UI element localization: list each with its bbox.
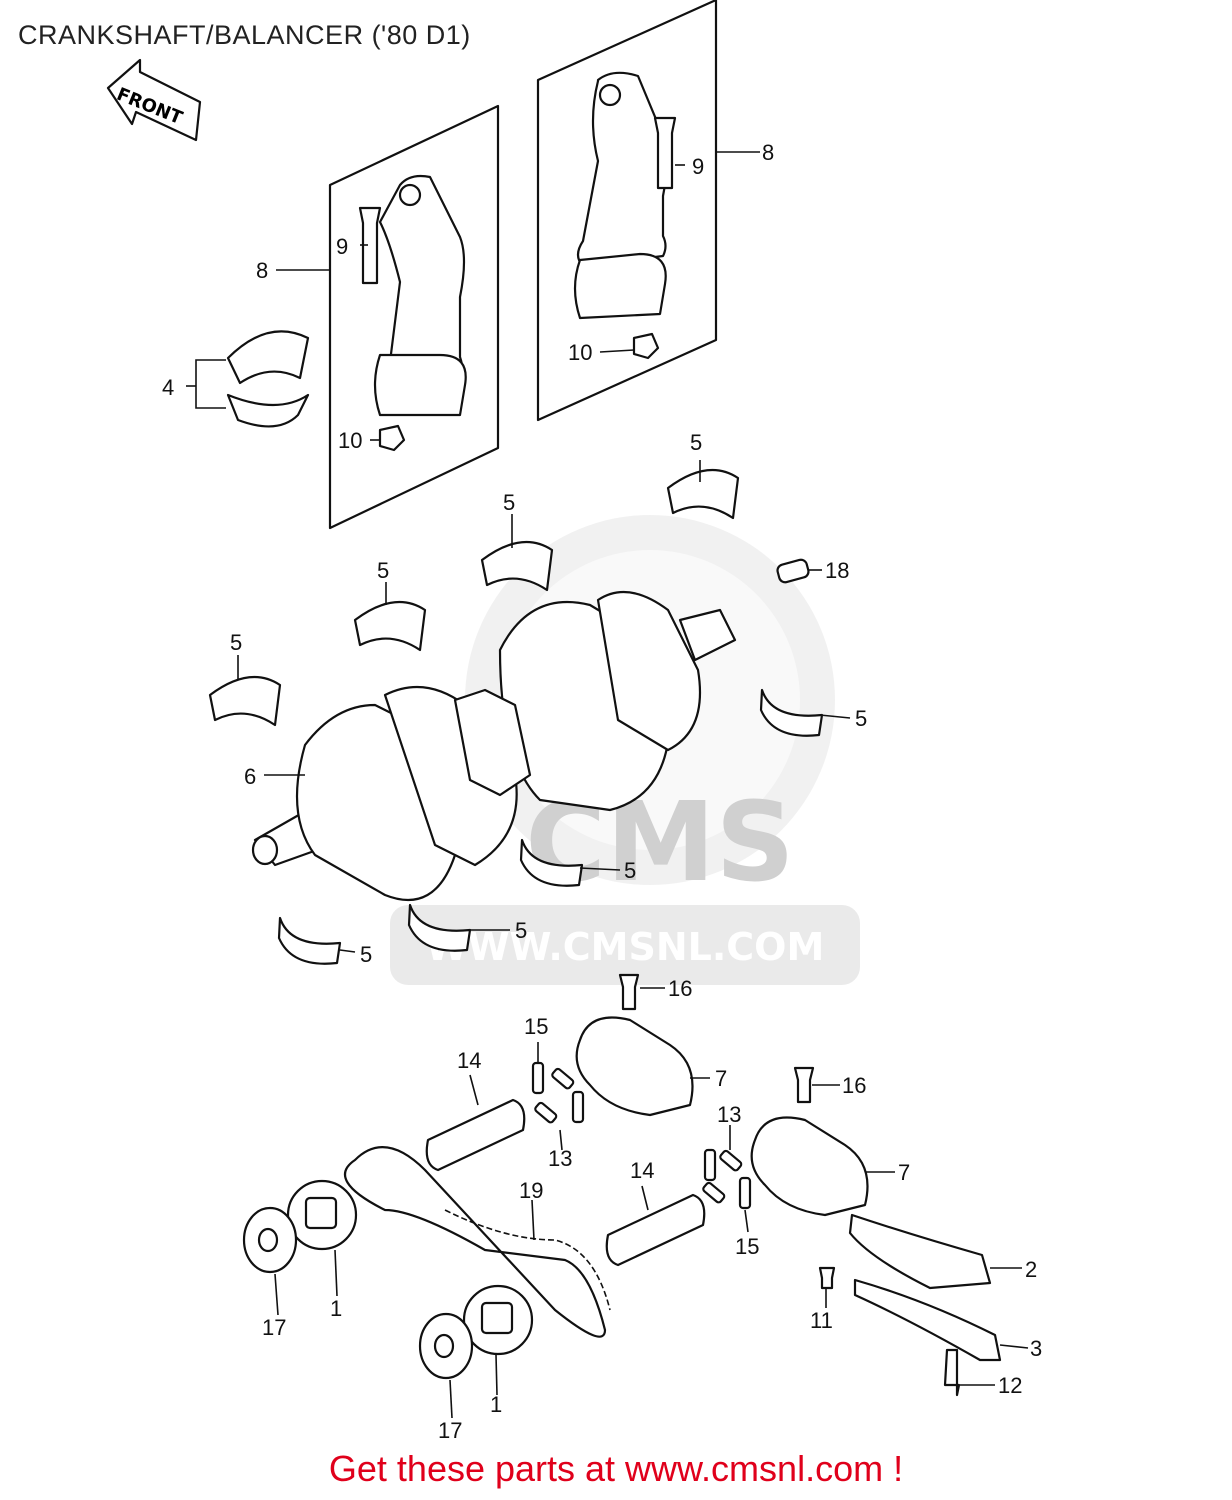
callout-11: 11 xyxy=(810,1308,833,1333)
rod-bolt-left xyxy=(358,206,382,285)
footer-cta-link[interactable]: Get these parts at www.cmsnl.com ! xyxy=(328,1448,904,1489)
callout-10-left: 10 xyxy=(338,428,362,453)
springs-and-pins xyxy=(531,1061,752,1210)
callout-9-right: 9 xyxy=(692,154,704,179)
front-arrow: FRONT xyxy=(106,58,202,142)
callout-15-lower: 15 xyxy=(735,1234,759,1259)
balancer-shaft-left xyxy=(425,1098,526,1172)
callout-18: 18 xyxy=(825,558,849,583)
callout-10-right: 10 xyxy=(568,340,592,365)
callout-19: 19 xyxy=(519,1178,543,1203)
page-title: CRANKSHAFT/BALANCER ('80 D1) xyxy=(18,20,471,50)
rod-nut-right xyxy=(632,332,660,360)
main-bearings xyxy=(208,468,824,965)
callout-5-h: 5 xyxy=(360,942,372,967)
callout-5-f: 5 xyxy=(624,858,636,883)
callout-2: 2 xyxy=(1025,1257,1037,1282)
dowel-pin xyxy=(776,558,810,584)
chain-tensioner xyxy=(853,1278,1002,1362)
callout-1-right: 1 xyxy=(490,1392,502,1417)
tensioner-bolt xyxy=(943,1348,961,1397)
balancer-bolt-lower xyxy=(793,1066,815,1104)
callout-5-a: 5 xyxy=(690,430,702,455)
connecting-rod-panel-right xyxy=(536,0,718,422)
callout-12: 12 xyxy=(998,1373,1022,1398)
leader-lines xyxy=(186,151,1029,1419)
crankshaft xyxy=(251,590,737,902)
connecting-rod-right xyxy=(576,71,669,268)
callout-5-c: 5 xyxy=(377,558,389,583)
callout-13-left: 13 xyxy=(548,1146,572,1171)
guide-bolt xyxy=(818,1266,836,1290)
callout-15-upper: 15 xyxy=(524,1014,548,1039)
callout-16-upper: 16 xyxy=(668,976,692,1001)
balancer-shaft-right xyxy=(605,1193,706,1267)
rod-cap-right xyxy=(573,252,667,320)
callout-16-lower: 16 xyxy=(842,1073,866,1098)
callout-7-upper: 7 xyxy=(715,1066,727,1091)
chain-guide xyxy=(848,1213,992,1290)
callout-8-right: 8 xyxy=(762,140,774,165)
callout-13-right: 13 xyxy=(717,1102,741,1127)
callout-5-e: 5 xyxy=(855,706,867,731)
callout-7-lower: 7 xyxy=(898,1160,910,1185)
balancer-chain xyxy=(344,1146,607,1338)
callout-4: 4 xyxy=(162,375,174,400)
callout-14-right: 14 xyxy=(630,1158,654,1183)
callout-8-left: 8 xyxy=(256,258,268,283)
crankshaft-sprocket xyxy=(453,688,532,797)
rod-nut-left xyxy=(378,424,406,452)
rod-bolt-right xyxy=(653,116,677,190)
balancer-weight-upper xyxy=(575,1016,694,1117)
callout-5-d: 5 xyxy=(230,630,242,655)
connecting-rod-panel-left xyxy=(328,104,500,530)
callout-14-left: 14 xyxy=(457,1048,481,1073)
callout-3: 3 xyxy=(1030,1336,1042,1361)
callout-5-b: 5 xyxy=(503,490,515,515)
callout-9-left: 9 xyxy=(336,234,348,259)
callout-labels: 8 8 9 9 10 10 4 5 5 5 5 5 5 5 5 18 6 16 … xyxy=(162,140,1042,1443)
rod-cap-left xyxy=(373,353,467,417)
watermark-url-text: WWW.CMSNL.COM xyxy=(426,925,825,969)
balancer-weight-lower xyxy=(750,1116,869,1217)
callout-1-left: 1 xyxy=(330,1296,342,1321)
callout-5-g: 5 xyxy=(515,918,527,943)
callout-17-right: 17 xyxy=(438,1418,462,1443)
balancer-bolt-upper xyxy=(618,973,640,1011)
callout-6: 6 xyxy=(244,764,256,789)
connecting-rod-bearings xyxy=(226,330,310,428)
callout-17-left: 17 xyxy=(262,1315,286,1340)
